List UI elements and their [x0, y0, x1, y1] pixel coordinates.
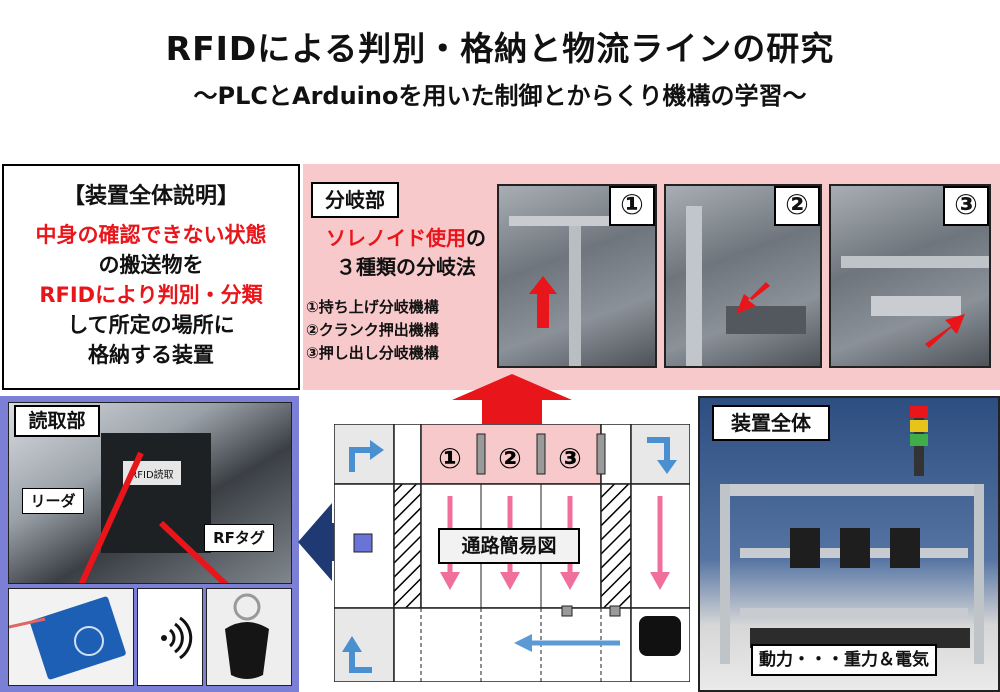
overview-line-1: 中身の確認できない状態 [35, 223, 267, 247]
page-subtitle: ～PLCとArduinoを用いた制御とからくり機構の学習～ [193, 82, 807, 110]
overview-line-2: の搬送物を [98, 253, 204, 277]
slot-number-3: ③ [558, 442, 582, 475]
reader-module-photo [8, 588, 134, 686]
rf-tag-label: RFタグ [204, 524, 274, 552]
overview-heading: 【装置全体説明】 [62, 184, 239, 209]
overview-line-3: RFIDにより判別・分類 [39, 283, 263, 307]
overview-line-5: 格納する装置 [88, 343, 214, 367]
overview-line-4: して所定の場所に [67, 313, 235, 337]
branch-method-2: ②クランク押出機構 [306, 321, 439, 339]
branch-photo-3-arrow [841, 256, 989, 348]
reader-module-image [8, 596, 126, 680]
rf-tag-image [225, 593, 269, 679]
branch-photo-1-badge: ① [609, 186, 655, 226]
reader-device-print: RFID読取 [130, 468, 173, 481]
branch-photo-3-badge: ③ [943, 186, 989, 226]
reader-section-label: 読取部 [14, 405, 100, 437]
branch-desc-line2: ３種類の分岐法 [336, 255, 476, 279]
branch-method-1: ①持ち上げ分岐機構 [306, 298, 439, 316]
device-section-label: 装置全体 [712, 405, 830, 441]
page-title: RFIDによる判別・格納と物流ラインの研究 [165, 29, 835, 68]
branch-label: 分岐部 [311, 182, 399, 218]
left-arrow-icon [298, 503, 360, 581]
power-label: 動力・・・重力＆電気 [751, 644, 937, 676]
device-frame-image [720, 406, 984, 664]
branch-photo-2-arrow [686, 206, 806, 366]
branch-photo-2: ② [664, 184, 822, 368]
branch-photo-3: ③ [829, 184, 991, 368]
branch-photo-2-badge: ② [774, 186, 820, 226]
slot-number-2: ② [498, 442, 522, 475]
rf-tag-photo [206, 588, 292, 686]
rfid-reader-label: リーダ [22, 488, 84, 514]
turn-arrow-icon [349, 447, 372, 472]
wireless-signal-icon [161, 616, 193, 660]
branch-method-list: ①持ち上げ分岐機構 ②クランク押出機構 ③押し出し分岐機構 [306, 296, 502, 365]
branch-photo-1-arrow [509, 216, 649, 366]
branch-photo-1: ① [497, 184, 657, 368]
branch-desc-red: ソレノイド使用 [326, 226, 466, 250]
branch-description: ソレノイド使用の ３種類の分岐法 [311, 224, 501, 282]
device-photo [698, 396, 1000, 692]
diagram-label: 通路簡易図 [438, 528, 580, 564]
reader-photo-arrows: RFID読取 [78, 433, 229, 583]
overview-box: 【装置全体説明】 中身の確認できない状態 の搬送物を RFIDにより判別・分類 … [2, 164, 300, 390]
wireless-panel [137, 588, 203, 686]
branch-desc-suffix: の [466, 226, 486, 250]
slot-number-1: ① [438, 442, 462, 475]
branch-method-3: ③押し出し分岐機構 [306, 344, 439, 362]
up-arrow-icon [452, 374, 572, 428]
